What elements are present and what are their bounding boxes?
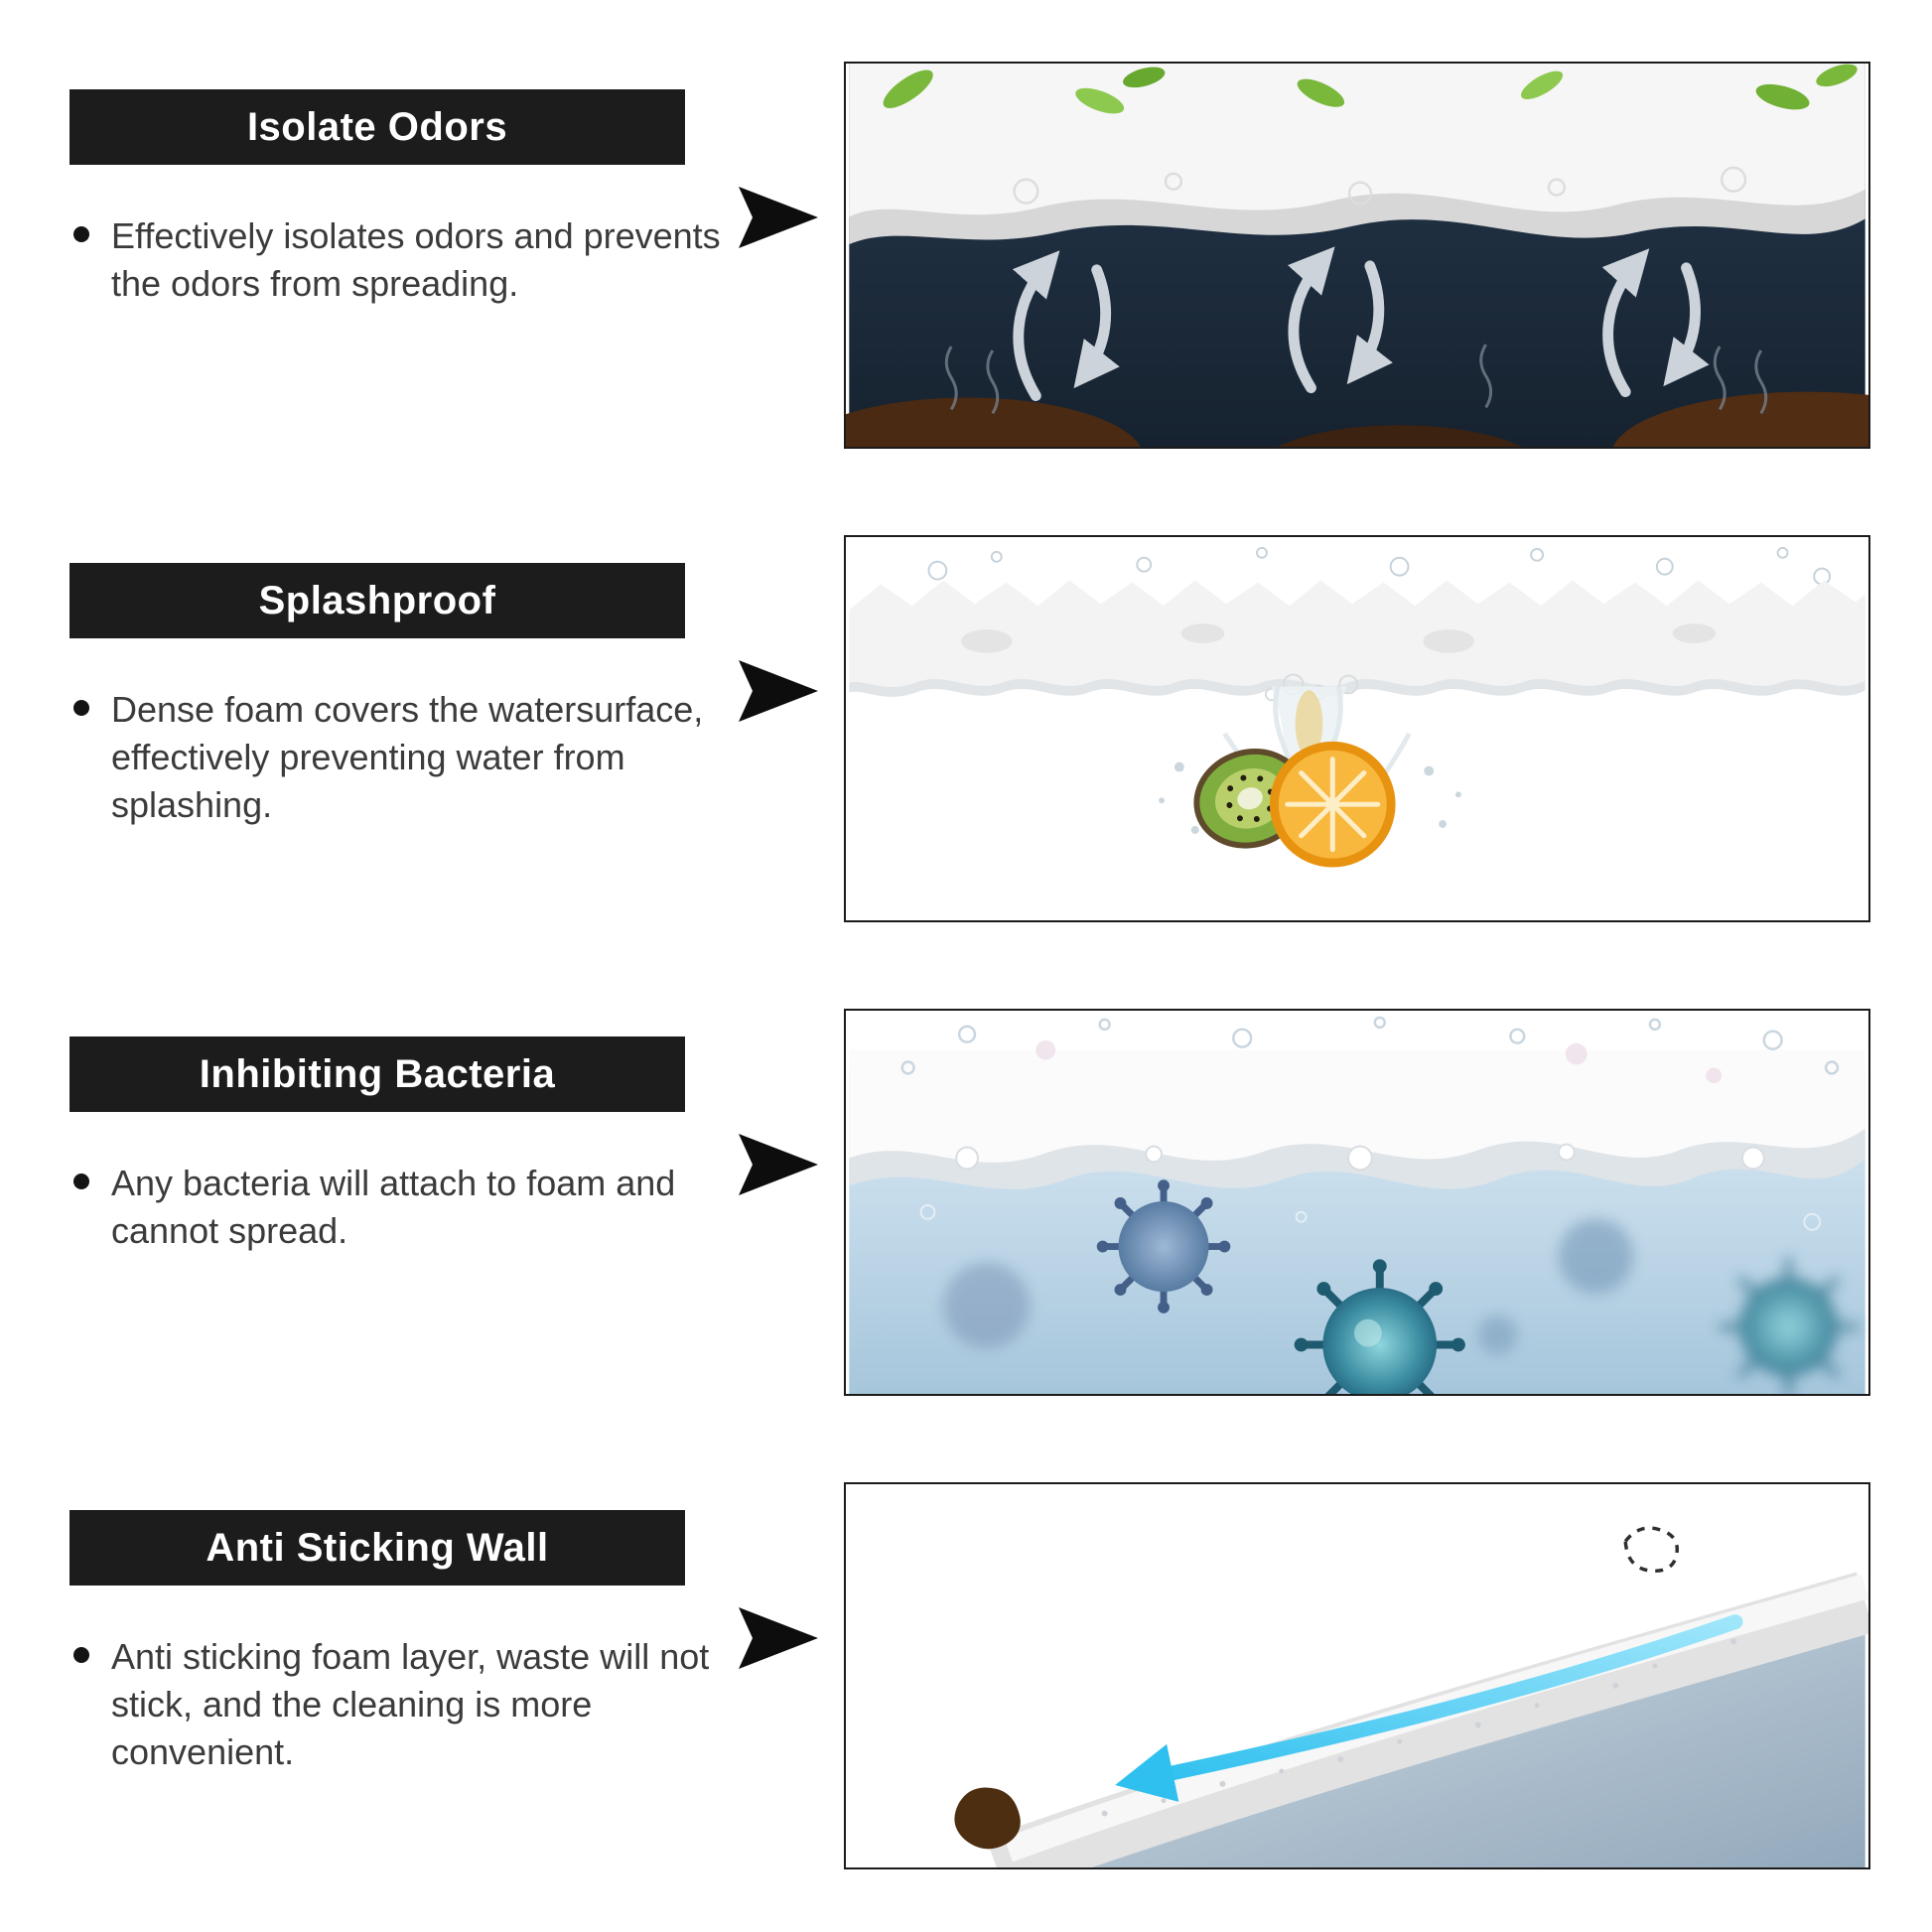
bullet-dot-icon	[73, 226, 89, 242]
inhibiting-bacteria-illustration	[844, 1009, 1870, 1396]
anti-sticking-wall-illustration	[844, 1482, 1870, 1869]
feature-description: Effectively isolates odors and prevents …	[111, 215, 721, 305]
splashproof-illustration	[844, 535, 1870, 922]
feature-section-inhibiting-bacteria: Inhibiting Bacteria Any bacteria will at…	[0, 1009, 1932, 1396]
orange-slice-icon	[1269, 741, 1396, 868]
waste-mounds	[846, 391, 1868, 447]
feature-title: Splashproof	[258, 578, 496, 622]
droplets	[1159, 761, 1461, 834]
feature-section-isolate-odors: Isolate Odors Effectively isolates odors…	[0, 62, 1932, 449]
feature-description: Dense foam covers the watersurface, effe…	[111, 689, 704, 826]
feature-bullet: Any bacteria will attach to foam and can…	[69, 1160, 755, 1255]
feature-title: Inhibiting Bacteria	[199, 1051, 556, 1096]
feature-bullet: Dense foam covers the watersurface, effe…	[69, 686, 755, 830]
waste-icon	[954, 1787, 1021, 1850]
airflow-arrows-icon	[1012, 246, 1710, 401]
bullet-dot-icon	[73, 1647, 89, 1663]
feature-section-splashproof: Splashproof Dense foam covers the waters…	[0, 535, 1932, 922]
isolate-odors-illustration	[844, 62, 1870, 449]
bubbles	[927, 546, 1832, 586]
foam-layer	[849, 580, 1865, 702]
feature-bullet: Effectively isolates odors and prevents …	[69, 212, 755, 308]
bullet-dot-icon	[73, 700, 89, 716]
foam-layer	[849, 1049, 1865, 1189]
arrow-right-icon	[737, 1603, 820, 1673]
bubbles	[900, 1016, 1840, 1075]
feature-title: Isolate Odors	[246, 104, 508, 149]
arrow-right-icon	[737, 183, 820, 252]
water-bubbles	[919, 1203, 1822, 1231]
feature-title-bar: Isolate Odors	[69, 89, 685, 165]
feature-title-bar: Anti Sticking Wall	[69, 1510, 685, 1586]
flow-arrow-icon	[1115, 1614, 1743, 1802]
feature-title-bar: Splashproof	[69, 563, 685, 638]
leaves-icon	[883, 64, 1858, 114]
virus-icon	[1718, 1256, 1860, 1394]
virus-icon	[1294, 1259, 1465, 1394]
feature-section-anti-sticking-wall: Anti Sticking Wall Anti sticking foam la…	[0, 1482, 1932, 1869]
feature-title-bar: Inhibiting Bacteria	[69, 1036, 685, 1112]
feature-bullet: Anti sticking foam layer, waste will not…	[69, 1633, 755, 1777]
virus-icon	[1096, 1179, 1231, 1313]
virus-icon	[943, 1218, 1634, 1355]
bullet-dot-icon	[73, 1173, 89, 1189]
foam-layer	[849, 64, 1865, 245]
odor-squiggle-icon	[944, 344, 1768, 415]
arrow-right-icon	[737, 656, 820, 726]
arrow-right-icon	[737, 1130, 820, 1199]
feature-description: Anti sticking foam layer, waste will not…	[111, 1636, 710, 1773]
feature-title: Anti Sticking Wall	[206, 1525, 549, 1570]
feature-description: Any bacteria will attach to foam and can…	[111, 1163, 676, 1252]
tinted-bubbles	[1035, 1039, 1723, 1084]
